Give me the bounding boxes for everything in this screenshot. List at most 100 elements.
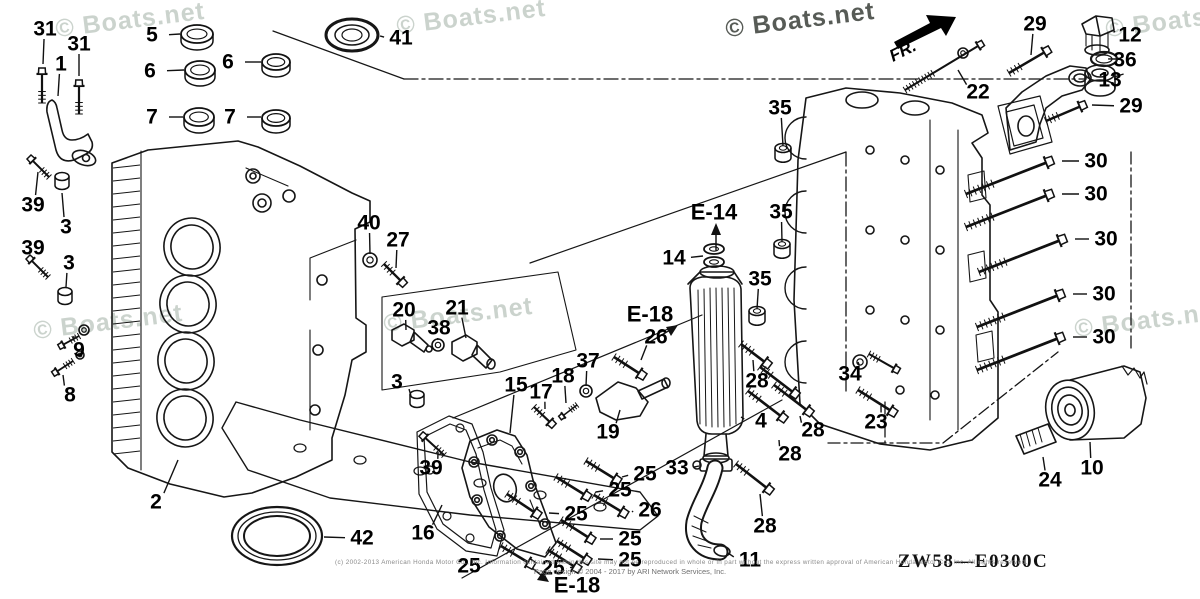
leader-line [395,249,398,269]
block-fin [112,164,141,169]
dowel-bushing [57,291,73,306]
sensor-20 [391,323,433,353]
bolt-shaft [759,365,795,394]
bolt-thread [741,343,748,351]
bolt-thread [983,319,988,328]
thermostat-cover [1084,64,1116,97]
dowel-bushing [54,171,70,182]
callout-label: 28 [753,515,777,538]
oil-filter [1044,365,1148,441]
bolt-shaft [593,493,623,514]
callout-label: 35 [768,97,792,120]
washer [366,256,374,264]
leader-line [1089,441,1092,459]
leader-line [564,385,567,404]
bolt-thread [748,390,755,398]
bolt-thread [1013,64,1019,73]
sealing-cap [183,107,215,127]
leader-line [752,359,755,372]
bolt-thread [45,274,51,280]
bolt-thread [972,219,977,228]
diagram-code: ZW58—E0300C [898,551,1049,572]
leader-line [62,374,66,386]
sealing-cap [261,62,291,78]
bolt-thread [62,363,68,370]
bolt-head [1077,99,1089,112]
bolt-thread [37,266,44,273]
bolt-head [580,553,594,567]
dowel-bushing [409,394,425,409]
bolt-head [886,405,900,419]
bolt-thread [774,384,781,392]
water-hose [685,459,731,561]
bolt-thread [869,352,875,360]
sealing-cap [180,34,214,51]
block-fin [112,411,141,416]
grommet [703,256,725,268]
bolt-shaft [500,544,530,565]
bolt-thread [990,262,995,272]
rubber-mount [752,308,762,314]
bolt-thread [591,491,597,499]
oil-cooler [687,265,744,464]
callout-label: 26 [638,499,661,522]
leader-line [621,474,629,478]
callout-label: 30 [1092,326,1115,349]
sealing-cap [261,109,291,127]
callout-label: 16 [411,522,434,545]
bolt-thread [565,521,572,529]
bolt-thread [38,166,45,173]
bolt-thread [557,475,563,484]
bolt-thread [561,477,567,486]
bolt-thread [42,271,49,278]
leader-line [168,33,181,36]
bolt-head [1054,331,1067,344]
bolt-shaft [506,492,536,514]
leader-line [166,69,185,72]
bolt-thread [507,492,514,501]
bolt-shaft [560,518,590,539]
bolt-thread [767,371,774,379]
bolt-thread [985,181,991,190]
leader-line [615,409,621,424]
bolt-thread [748,348,755,356]
bolt-head [802,405,816,419]
leader-line [693,465,700,468]
block-fin [112,307,141,312]
bolt-shaft [965,161,1048,196]
callout-label: 34 [838,363,862,386]
bolt-head [524,557,537,571]
washer [78,324,90,336]
leader-line [1113,73,1124,78]
bolt-thread [979,364,984,373]
bolt-shaft [423,436,445,456]
washer [957,47,969,59]
bolt-thread [515,497,521,506]
bolt-head [74,79,84,87]
bolt-thread [992,358,997,368]
callout-label: 3 [391,371,403,394]
callout-label: 11 [739,549,762,572]
bolt-head [50,367,60,378]
cable-bracket [46,99,97,167]
bolt-thread [921,75,926,83]
bolt-thread [998,259,1004,268]
bolt-thread [599,495,605,504]
callout-label: 21 [445,297,469,320]
callout-label: 6 [222,51,234,74]
bolt-thread [435,447,442,454]
callout-label: 33 [665,457,688,480]
washer [431,338,445,352]
bolt-thread [615,355,621,364]
bolt-thread [974,365,980,375]
bolt-thread [902,86,908,94]
bolt-thread [595,493,601,502]
callout-label: 15 [504,374,528,397]
bolt-thread [1047,115,1052,124]
bolt-thread [591,461,597,470]
block-fin [112,437,141,442]
callout-label: 19 [596,421,619,444]
grommet [703,243,725,255]
